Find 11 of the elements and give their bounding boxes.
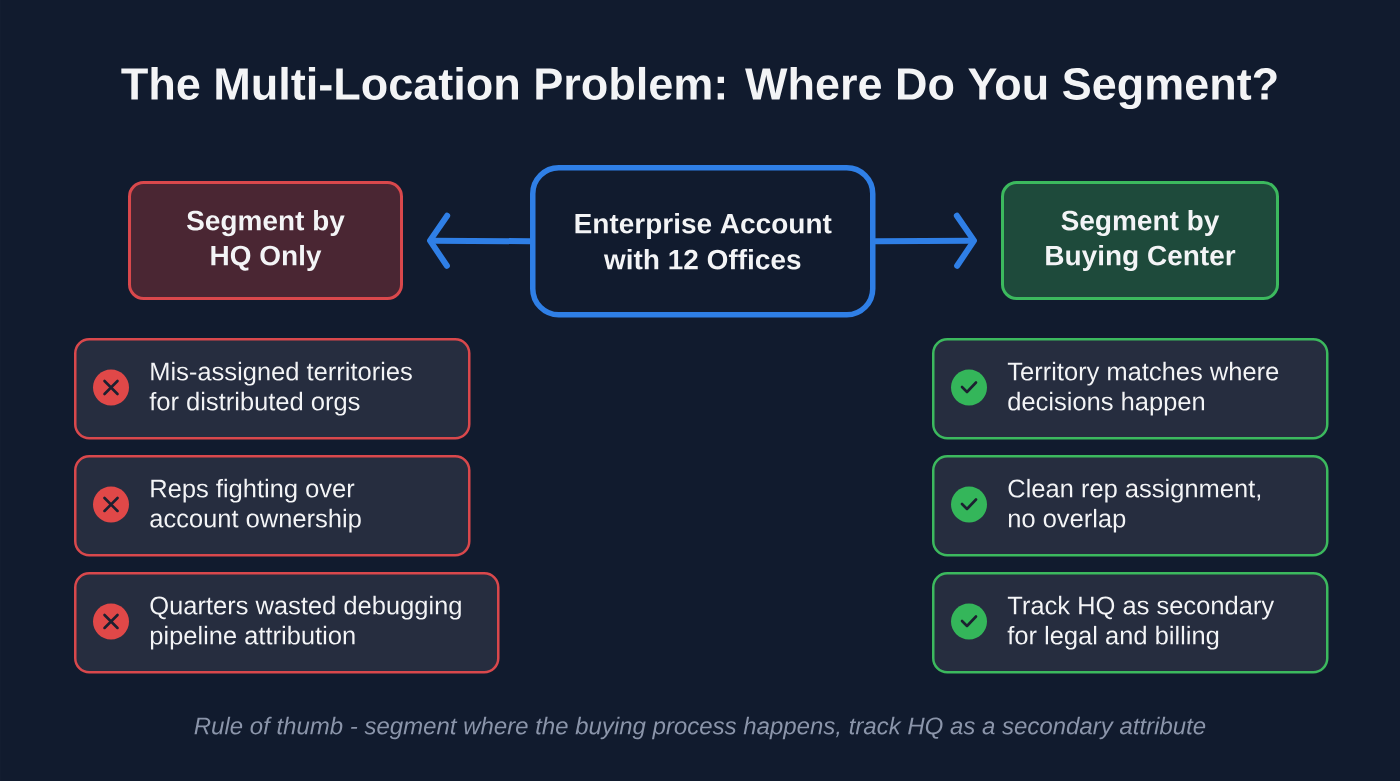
item-card: Clean rep assignment, no overlap bbox=[932, 455, 1329, 557]
heading-box: Segment by Buying Center bbox=[1001, 181, 1279, 300]
title: The Multi-Location Problem: Where Do You Segment? bbox=[121, 66, 1277, 110]
item-card: Quarters wasted debugging pipeline attribution bbox=[74, 572, 500, 674]
account-box: Enterprise Account with 12 Offices bbox=[530, 165, 876, 318]
item-card: Reps fighting over account ownership bbox=[74, 455, 471, 557]
caption: Rule of thumb - segment where the buying process happens, track HQ as a secondary attribute bbox=[194, 716, 1206, 740]
item-card: Mis-assigned territories for distributed orgs bbox=[74, 338, 471, 440]
item-card: Territory matches where decisions happen bbox=[932, 338, 1329, 440]
heading-box: Segment by HQ Only bbox=[128, 181, 403, 300]
item-card: Track HQ as secondary for legal and billing bbox=[932, 572, 1329, 674]
